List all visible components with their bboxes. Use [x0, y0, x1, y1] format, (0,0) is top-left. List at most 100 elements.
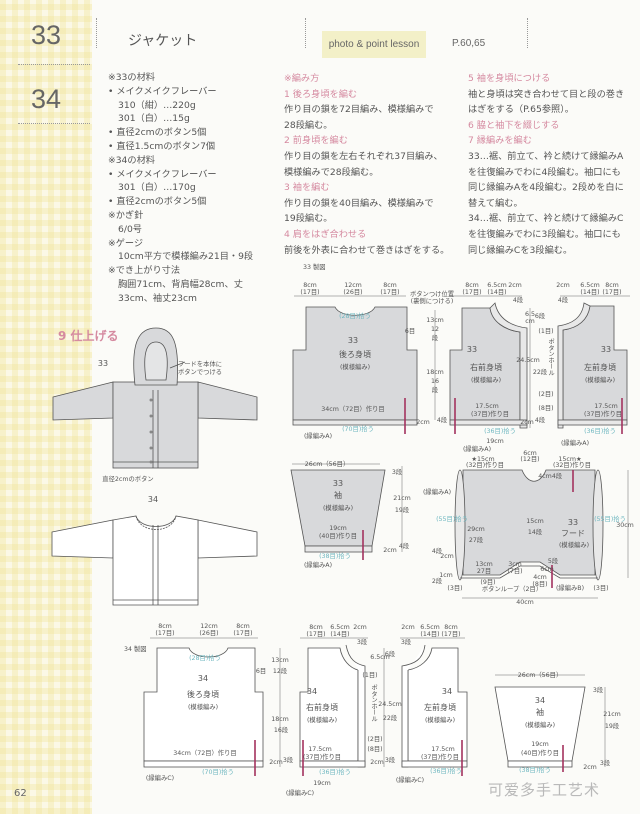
- diagram-label-hood33: (3目): [593, 584, 608, 592]
- diagram-label-hood33: フード: [561, 529, 585, 538]
- text-line: 替えて編む。: [468, 197, 523, 209]
- diagram-label-back33: 6目: [405, 327, 415, 335]
- text-line: 10cm平方で模様編み21目・9段: [118, 251, 254, 263]
- diagram-label-sl33: 19cm: [329, 525, 347, 532]
- diagram-label-mid33: 24.5cm: [516, 357, 540, 364]
- diagram-label-lf33: 33: [601, 345, 611, 354]
- diagram-label-hood33: (9目): [480, 578, 495, 586]
- diagram-label-lf34: 34: [442, 687, 452, 696]
- text-line: 作り目の鎖を40目編み、模様編みで: [284, 197, 434, 209]
- text-line: メイクメイクフレーバー: [108, 85, 253, 99]
- diagram-label-sl33: 4段: [399, 541, 410, 550]
- finishing-label-34: 34: [148, 495, 158, 504]
- diagram-label-back34: 6目: [256, 667, 266, 675]
- diagram-label-back34: 8cm: [158, 623, 172, 630]
- diagram-label-rf34: 2cm: [370, 759, 384, 766]
- finishing-label-33: 33: [98, 359, 108, 368]
- text-line: 前後を外表に合わせて巻きはぎをする。: [284, 244, 450, 256]
- diagram-label-lf33: 4段: [558, 295, 569, 304]
- divider: [18, 64, 90, 65]
- text-line: 33…裾、前立て、衿と続けて縁編みA: [468, 150, 624, 162]
- diagram-label-mid33: (8目): [538, 404, 553, 412]
- diagram-label-mid33: 6段: [535, 311, 546, 320]
- diagram-label-back33: (17目): [300, 288, 319, 296]
- diagram-label-lf34: 左前身頃: [424, 702, 456, 712]
- text-line: ※33の材料: [108, 72, 155, 83]
- diagram-label-mid33: (2目): [538, 390, 553, 398]
- diagram-label-back33: 13cm: [426, 317, 444, 324]
- diagram-label-lf33: 6.5cm: [580, 282, 600, 289]
- diagram-label-sl34: 袖: [536, 707, 544, 717]
- diagram-label-hood33: 5段: [548, 556, 559, 565]
- diagram-label-sl34: 3段: [600, 758, 611, 767]
- diagram-label-rf33: 4段: [513, 295, 524, 304]
- diagram-label-sl34: 34: [535, 696, 545, 705]
- text-line: 直径1.5cmのボタン7個: [108, 140, 253, 154]
- diagram-label-lf33: (14目): [580, 288, 599, 296]
- diagram-label-hood33: (模様編み): [559, 540, 589, 549]
- diagram-label-hood33: (32目)作り目: [466, 460, 504, 469]
- text-line: ※かぎ針: [108, 209, 144, 221]
- diagram-label-back33: 33: [348, 336, 358, 345]
- diagram-label-mid33: 2cm: [520, 419, 534, 426]
- text-line: 301（白）…170g: [118, 182, 196, 194]
- diagram-label-back33: 16: [431, 378, 439, 385]
- diagram-label-hood33: 14段: [528, 527, 543, 536]
- diagram-label-sl34: (38目)拾う: [519, 765, 551, 774]
- diagram-label-back34: 34cm（72目）作り目: [173, 748, 236, 757]
- diagram-label-lf34: 6.5cm: [420, 624, 440, 631]
- diagram-label-back34: (70目)拾う: [202, 767, 234, 776]
- diagram-label-sl34: 2cm: [583, 764, 597, 771]
- diagram-label-rf34: 右前身頃: [306, 702, 338, 712]
- diagram-label-back33: (70目)拾う: [342, 424, 374, 433]
- diagram-label-rf33: (模様編み): [471, 375, 501, 384]
- text-line: 1 後ろ身頃を編む: [284, 88, 358, 100]
- diagram-label-sl34: 26cm（56目）: [518, 671, 563, 679]
- diagram-label-rf33: (37目)作り目: [471, 409, 509, 418]
- diagram-label-lf34: (36目)拾う: [430, 766, 462, 775]
- lesson-badge: photo & point lesson: [322, 31, 426, 58]
- finishing-heading: 9 仕上げる: [58, 329, 119, 343]
- diagram-label-hood33: 27目: [477, 567, 491, 575]
- diagram-label-mid33: 4段: [535, 415, 546, 424]
- pattern-number-34: 34: [30, 84, 62, 114]
- text-line: 同じ縁編みCを3段編む。: [468, 244, 573, 256]
- diagram-label-back33: 段: [432, 333, 439, 342]
- text-line: 310（紺）…220g: [118, 99, 196, 111]
- text-line: を往復編みでわに3段編む。袖口にも: [468, 228, 621, 240]
- diagram-label-rf34: (模様編み): [307, 715, 337, 724]
- diagram-label-lf33: (37目)作り目: [584, 409, 622, 418]
- diagram-label-back34: 3段: [283, 755, 294, 764]
- diagram-label-lf33: (模様編み): [585, 375, 615, 384]
- text-line: 19段編む。: [284, 213, 333, 225]
- text-line: 3 袖を編む: [284, 182, 330, 194]
- diagram-label-sl33: 2cm: [383, 547, 397, 554]
- text-line: 34…裾、前立て、衿と続けて縁編みC: [468, 213, 624, 225]
- diagram-label-rf34: (14目): [330, 630, 349, 638]
- diagram-label-rf34: (37目)作り目: [303, 752, 341, 761]
- diagram-label-lf34: 17.5cm: [431, 746, 455, 753]
- diagram-label-sl34: 19cm: [531, 741, 549, 748]
- diagram-label-back34: 2cm: [269, 759, 283, 766]
- diagram-label-rf34: 19cm: [313, 780, 331, 787]
- diagram-label-lf33: 17.5cm: [594, 403, 618, 410]
- left-front-33-band: [557, 302, 591, 429]
- dimension-lines: [150, 295, 630, 767]
- diagram-label-hood33: 27段: [469, 535, 484, 544]
- diagram-label-back33: 段: [432, 385, 439, 394]
- divider: [305, 18, 306, 48]
- text-line: 28段編む。: [284, 119, 333, 131]
- diagram-label-hood33: 2cm: [440, 553, 454, 560]
- diagram-label-lf34: (17目): [441, 630, 460, 638]
- diagram-label-rf33: (14目): [487, 288, 506, 296]
- diagram-label-rf33: 8cm: [465, 282, 479, 289]
- instructions-column-2: 5 袖を身頃につける袖と身頃は突き合わせて目と段の巻きはぎをする（P.65参照）…: [468, 71, 624, 258]
- text-line: ※34の材料: [108, 154, 155, 166]
- text-line: 同じ縁編みAを4段編む。2段めを白に: [468, 182, 624, 194]
- diagram-label-rf33: 19cm: [486, 438, 504, 445]
- diagram-label-rf33: (17目): [462, 288, 481, 296]
- diagram-label-hood33: 4cm: [538, 473, 552, 480]
- diagram-label-lf33: (36目)拾う: [584, 426, 616, 435]
- text-line: 6/0号: [118, 223, 142, 235]
- diagram-label-rf34: (1目): [362, 671, 377, 679]
